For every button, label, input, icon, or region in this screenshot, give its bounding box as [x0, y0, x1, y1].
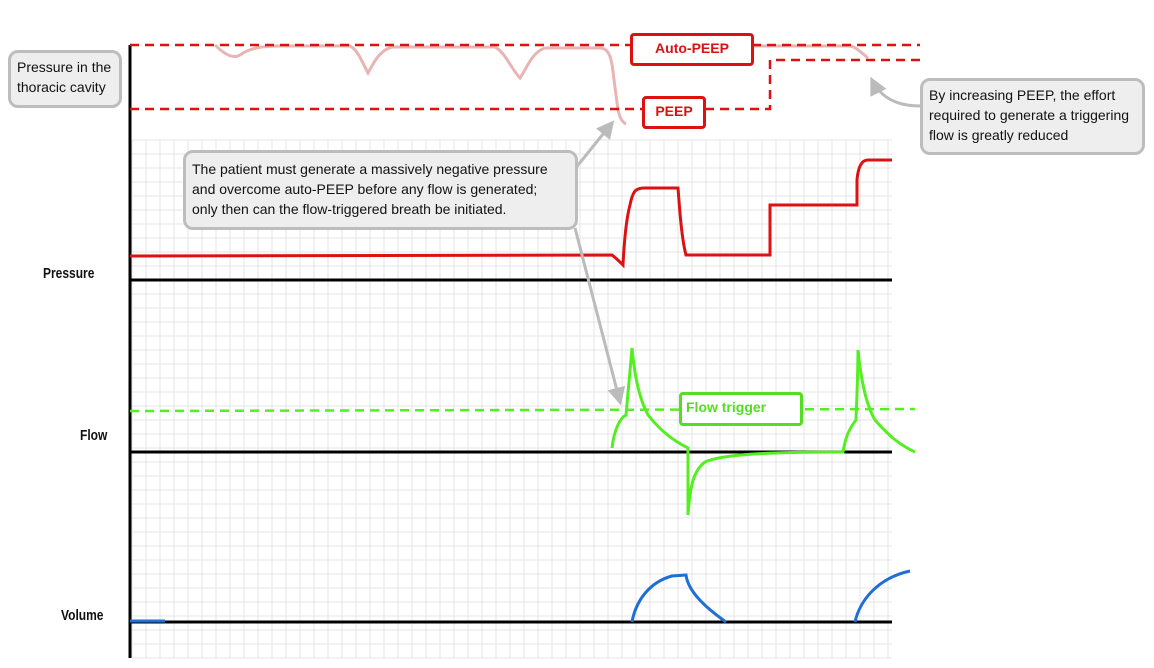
flow-axis-label: Flow — [80, 427, 108, 444]
pressure-axis-label: Pressure — [43, 265, 95, 282]
thoracic-pressure-callout: Pressure in the thoracic cavity — [8, 50, 122, 108]
thoracic-pressure-trace — [213, 43, 869, 126]
volume-axis-label: Volume — [61, 607, 104, 624]
callout-line: The patient must generate a massively ne… — [192, 161, 548, 177]
flow-trace — [610, 347, 916, 516]
callout-line: thoracic cavity — [17, 79, 106, 95]
flow-trigger-label: Flow trigger — [679, 392, 803, 426]
peep-effect-callout: By increasing PEEP, the effort required … — [920, 78, 1145, 155]
callout-line: only then can the flow-triggered breath … — [192, 201, 507, 217]
peep-label: PEEP — [642, 96, 706, 129]
peep-dashed-line — [130, 58, 920, 111]
callout-line: Pressure in the — [17, 59, 112, 75]
patient-effort-callout: The patient must generate a massively ne… — [183, 150, 578, 230]
callout-line: flow is greatly reduced — [929, 127, 1069, 143]
auto-peep-label: Auto-PEEP — [630, 33, 754, 66]
arrow-to-increased-peep — [870, 76, 922, 108]
flow-trigger-dashed-line — [129, 407, 916, 413]
callout-line: and overcome auto-PEEP before any flow i… — [192, 181, 538, 197]
arrow-to-flow-trigger — [573, 227, 626, 406]
callout-line: required to generate a triggering — [929, 107, 1130, 123]
airway-pressure-trace — [129, 158, 892, 269]
callout-line: By increasing PEEP, the effort — [929, 87, 1116, 103]
volume-trace — [630, 569, 911, 624]
